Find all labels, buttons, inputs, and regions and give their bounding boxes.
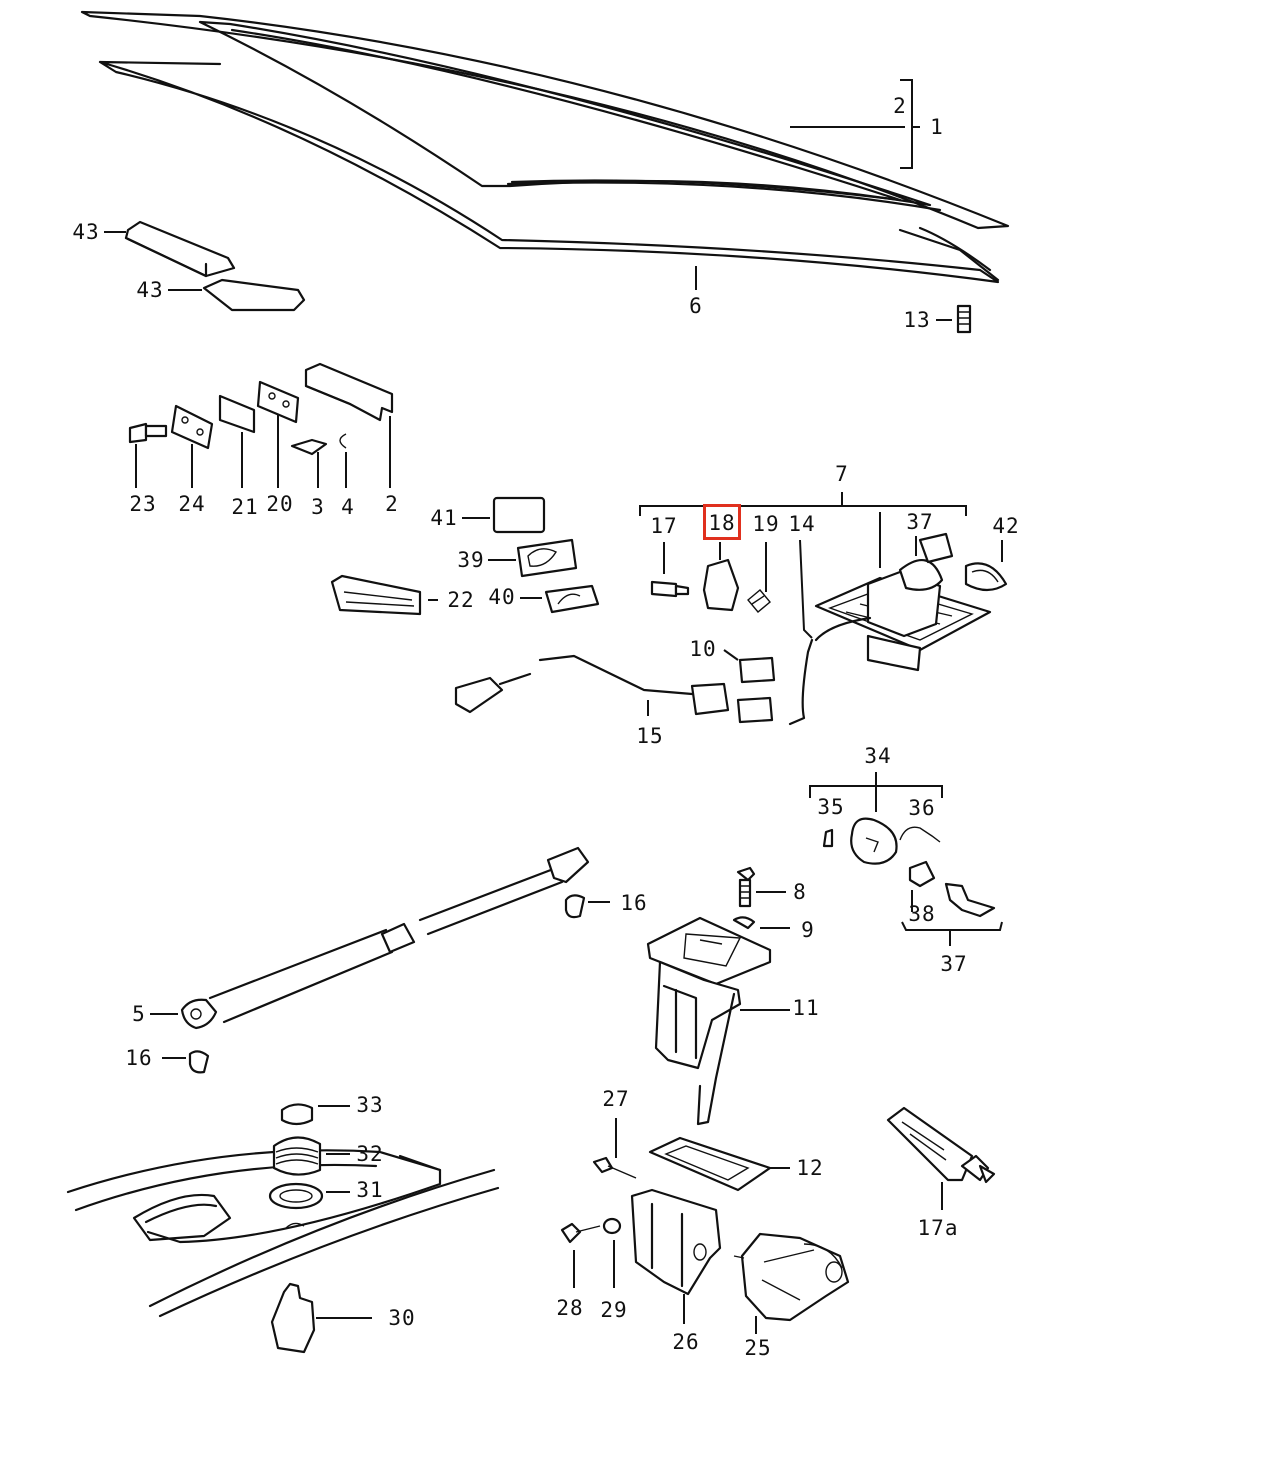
label-29: 29 xyxy=(600,1298,628,1322)
label-15: 15 xyxy=(636,724,664,748)
label-6: 6 xyxy=(689,294,703,318)
label-16-top: 16 xyxy=(620,891,648,915)
label-33: 33 xyxy=(356,1093,384,1117)
grease-tube-17a xyxy=(886,1106,996,1210)
label-28: 28 xyxy=(556,1296,584,1320)
label-43-bottom: 43 xyxy=(136,278,164,302)
label-9: 9 xyxy=(801,918,815,942)
label-26: 26 xyxy=(672,1330,700,1354)
pads-43 xyxy=(104,220,306,312)
label-25: 25 xyxy=(744,1336,772,1360)
label-20: 20 xyxy=(266,492,294,516)
label-22: 22 xyxy=(447,588,475,612)
label-2: 2 xyxy=(893,94,907,118)
label-8: 8 xyxy=(793,880,807,904)
label-30: 30 xyxy=(388,1306,416,1330)
label-4: 4 xyxy=(341,495,355,519)
label-10: 10 xyxy=(689,637,717,661)
label-43-top: 43 xyxy=(72,220,100,244)
label-39: 39 xyxy=(457,548,485,572)
label-14: 14 xyxy=(788,512,816,536)
label-11: 11 xyxy=(792,996,820,1020)
lock-parts xyxy=(650,542,771,613)
label-40: 40 xyxy=(488,585,516,609)
latch-assembly xyxy=(788,512,1008,726)
label-5: 5 xyxy=(132,1002,146,1026)
label-1: 1 xyxy=(930,115,944,139)
label-3: 3 xyxy=(311,495,325,519)
bolt-13 xyxy=(936,304,972,334)
label-35: 35 xyxy=(817,795,845,819)
label-24: 24 xyxy=(178,492,206,516)
gas-strut-5 xyxy=(150,846,590,1030)
latch-11 xyxy=(646,866,790,1126)
label-2-hinge: 2 xyxy=(385,492,399,516)
body-panel xyxy=(66,1149,500,1318)
label-37-bottom: 37 xyxy=(940,952,968,976)
label-12: 12 xyxy=(796,1156,824,1180)
small-parts-left xyxy=(330,496,600,616)
label-16-bottom: 16 xyxy=(125,1046,153,1070)
label-32: 32 xyxy=(356,1142,384,1166)
label-13: 13 xyxy=(903,308,931,332)
label-23: 23 xyxy=(129,492,157,516)
label-7: 7 xyxy=(835,462,849,486)
label-42: 42 xyxy=(992,514,1020,538)
buffer-stack xyxy=(268,1103,372,1354)
motor-assembly xyxy=(560,1118,850,1334)
label-17: 17 xyxy=(650,514,678,538)
label-41: 41 xyxy=(430,506,458,530)
label-21: 21 xyxy=(231,495,259,519)
clips-16 xyxy=(162,894,610,1074)
hinge-parts xyxy=(128,362,394,488)
label-27: 27 xyxy=(602,1087,630,1111)
label-17a: 17a xyxy=(917,1216,959,1240)
label-37-top: 37 xyxy=(906,510,934,534)
label-34: 34 xyxy=(864,744,892,768)
label-38: 38 xyxy=(908,902,936,926)
highlight-box-18 xyxy=(703,504,741,540)
cable-15 xyxy=(454,649,776,724)
label-36: 36 xyxy=(908,796,936,820)
label-31: 31 xyxy=(356,1178,384,1202)
key-cylinder-34 xyxy=(809,772,1003,946)
lid-panel xyxy=(80,10,1010,284)
label-18: 18 xyxy=(708,511,736,535)
label-19: 19 xyxy=(752,512,780,536)
